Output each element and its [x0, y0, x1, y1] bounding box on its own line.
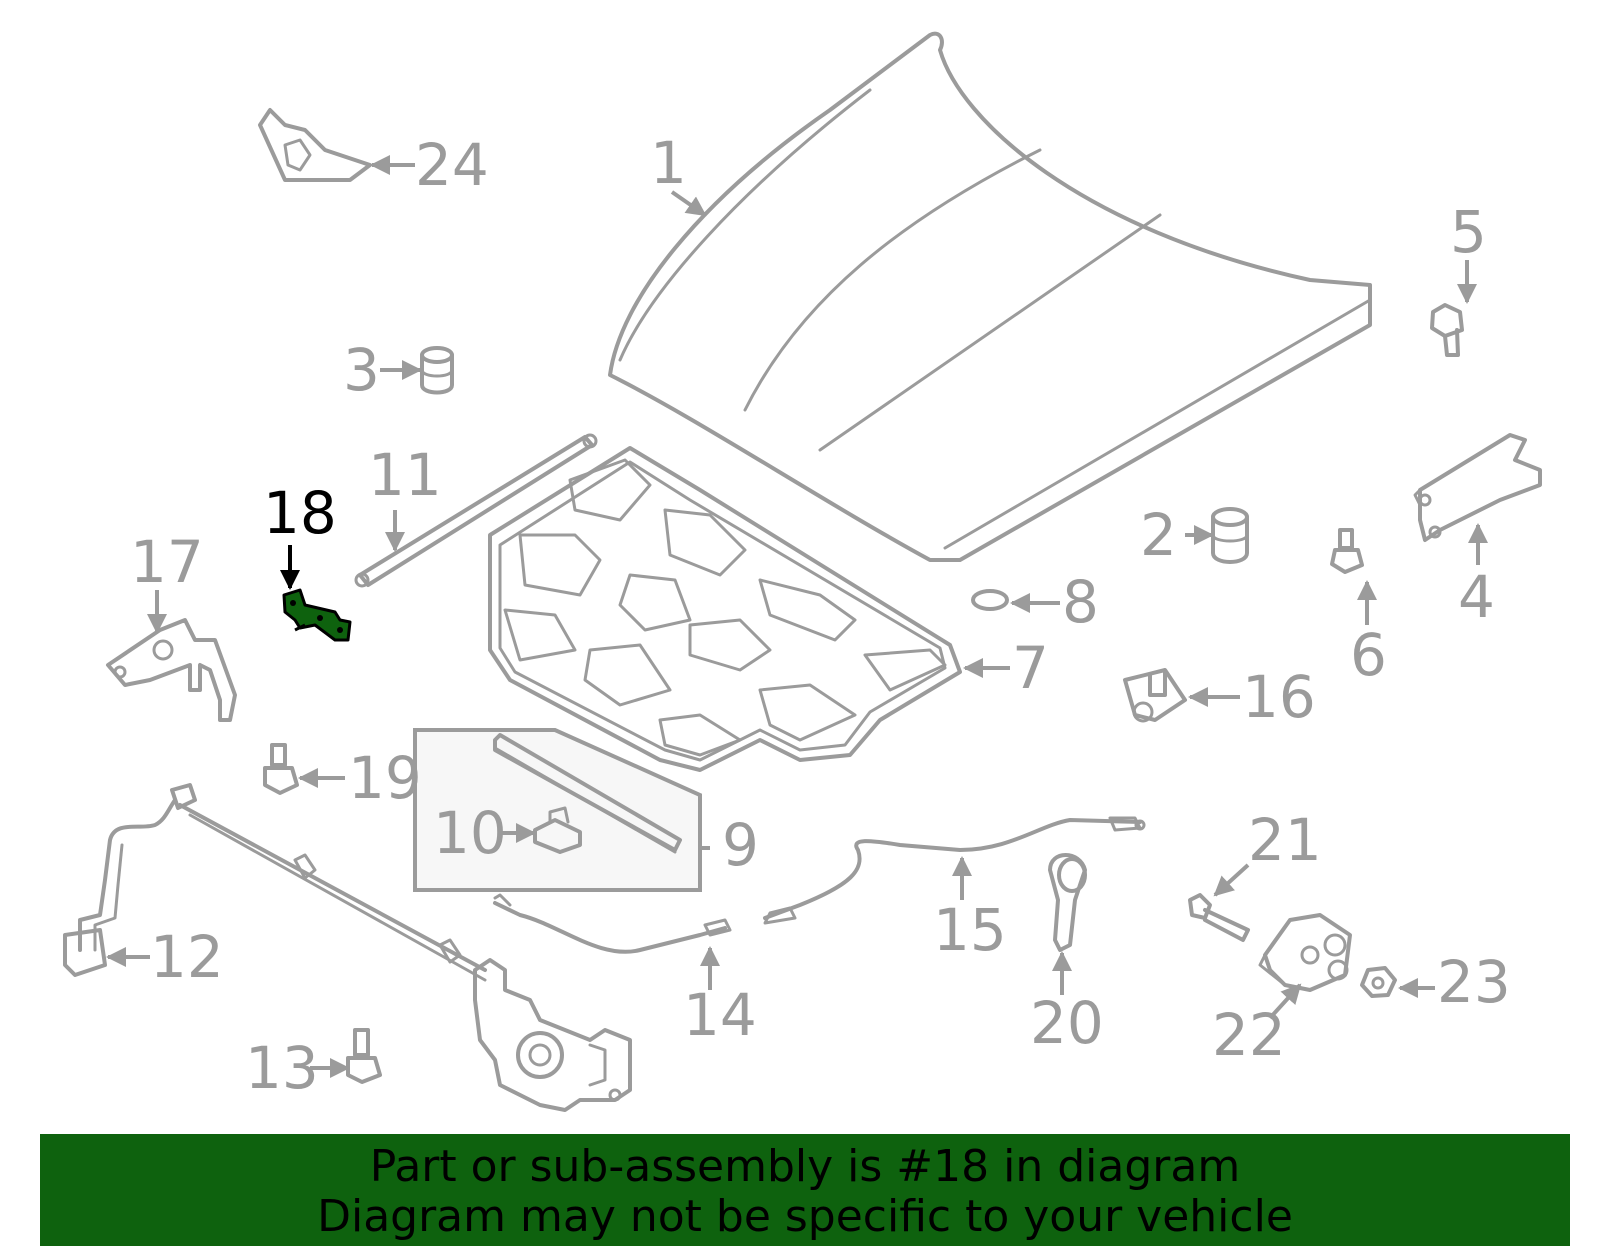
latch-cable-12 [63, 783, 487, 982]
bumper-2 [1211, 507, 1249, 564]
hood-panel [608, 31, 1372, 562]
banner-line-1: Part or sub-assembly is #18 in diagram [369, 1141, 1241, 1192]
bolt-5 [1430, 303, 1464, 357]
callout-6: 6 [1350, 621, 1387, 689]
callout-22: 22 [1212, 1001, 1286, 1069]
stop-16 [1123, 668, 1187, 723]
bracket-17 [106, 618, 237, 722]
hood-insulator [488, 446, 962, 772]
bumper-3 [420, 346, 454, 395]
callout-20: 20 [1030, 989, 1104, 1057]
bolt-6 [1330, 528, 1364, 574]
callout-2: 2 [1140, 501, 1177, 569]
callout-11: 11 [368, 441, 442, 509]
cable-15 [763, 816, 1146, 925]
bolt-21 [1188, 893, 1250, 942]
callout-16: 16 [1242, 663, 1316, 731]
info-banner: Part or sub-assembly is #18 in diagram D… [40, 1134, 1570, 1246]
callout-10: 10 [433, 799, 507, 867]
callout-1: 1 [650, 129, 687, 197]
callout-17: 17 [130, 528, 204, 596]
callout-4: 4 [1458, 563, 1495, 631]
callout-23: 23 [1437, 948, 1511, 1016]
callout-5: 5 [1450, 198, 1487, 266]
callout-3: 3 [343, 336, 380, 404]
highlighted-part-18 [282, 588, 352, 642]
hood-hinge [1413, 433, 1542, 542]
callout-12: 12 [150, 923, 224, 991]
callout-8: 8 [1062, 568, 1099, 636]
bolt-19 [263, 743, 299, 795]
callout-labels: 1 2 3 4 5 6 7 8 9 10 11 12 13 14 15 16 1… [130, 129, 1511, 1102]
washer-8 [971, 589, 1009, 611]
cable-14 [493, 893, 732, 954]
callout-19: 19 [348, 744, 422, 812]
callout-15: 15 [933, 896, 1007, 964]
callout-7: 7 [1012, 634, 1049, 702]
lock-22 [1258, 913, 1352, 992]
nut-23 [1360, 966, 1397, 998]
callout-9: 9 [722, 811, 759, 879]
hood-latch [473, 958, 632, 1112]
callout-18: 18 [263, 479, 337, 547]
support-rod [354, 433, 598, 588]
callout-14: 14 [683, 981, 757, 1049]
bracket-24 [258, 108, 372, 182]
callout-arrows [106, 155, 1488, 1078]
handle-20 [1048, 853, 1087, 952]
banner-line-2: Diagram may not be specific to your vehi… [317, 1191, 1293, 1242]
callout-24: 24 [415, 131, 489, 199]
callout-13: 13 [245, 1034, 319, 1102]
callout-21: 21 [1248, 806, 1322, 874]
bolt-13 [346, 1028, 382, 1084]
